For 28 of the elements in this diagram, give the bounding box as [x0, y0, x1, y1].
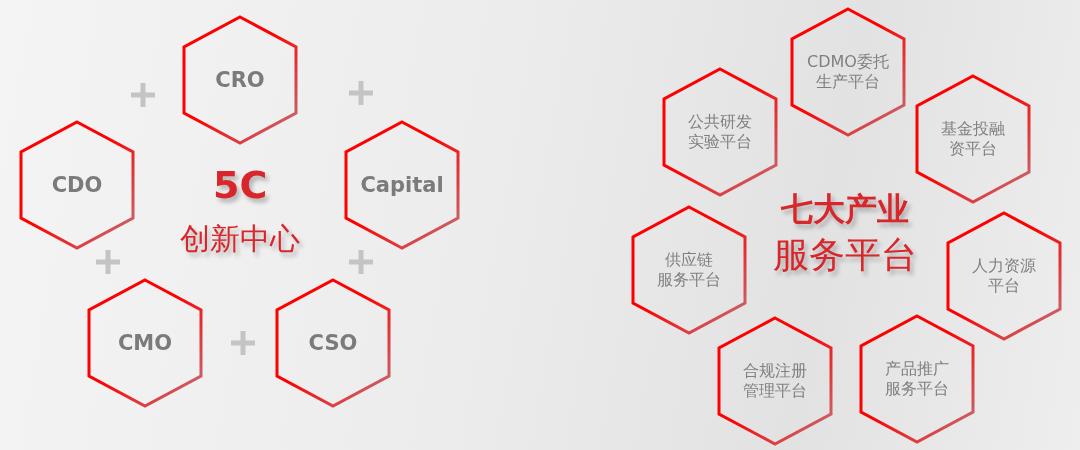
- hexagon-node: [859, 314, 975, 444]
- hexagon-label: CRO: [215, 68, 265, 92]
- hexagon-label: CDMO委托生产平台: [807, 52, 889, 92]
- hexagon-label: 人力资源平台: [972, 256, 1036, 296]
- center-title: 5C: [213, 163, 268, 207]
- hexagon-label: CMO: [117, 331, 173, 355]
- hexagon-node: [275, 278, 391, 408]
- center-subtitle: 创新中心: [180, 219, 300, 258]
- hexagon-label: 公共研发实验平台: [688, 112, 752, 152]
- hexagon-label: 合规注册管理平台: [743, 361, 807, 401]
- hexagon-node: [717, 316, 833, 446]
- hexagon-node: [790, 7, 906, 137]
- center-title: 七大产业: [781, 189, 909, 230]
- hexagon-node: [662, 67, 778, 197]
- hexagon-label: 产品推广服务平台: [885, 359, 949, 399]
- hexagon-node: [182, 15, 298, 145]
- hexagon-node: [19, 120, 135, 250]
- center-subtitle: 服务平台: [773, 232, 917, 277]
- hexagon-label: CDO: [51, 173, 103, 197]
- hexagon-node: [631, 205, 747, 335]
- hexagon-label: Capital: [360, 173, 444, 197]
- hexagon-node: [946, 211, 1062, 341]
- hexagon-label: 供应链服务平台: [657, 250, 721, 290]
- hexagon-node: [344, 120, 460, 250]
- hexagon-label: CSO: [308, 331, 358, 355]
- hexagon-node: [915, 74, 1031, 204]
- hexagon-label: 基金投融资平台: [941, 119, 1005, 159]
- hexagon-node: [87, 278, 203, 408]
